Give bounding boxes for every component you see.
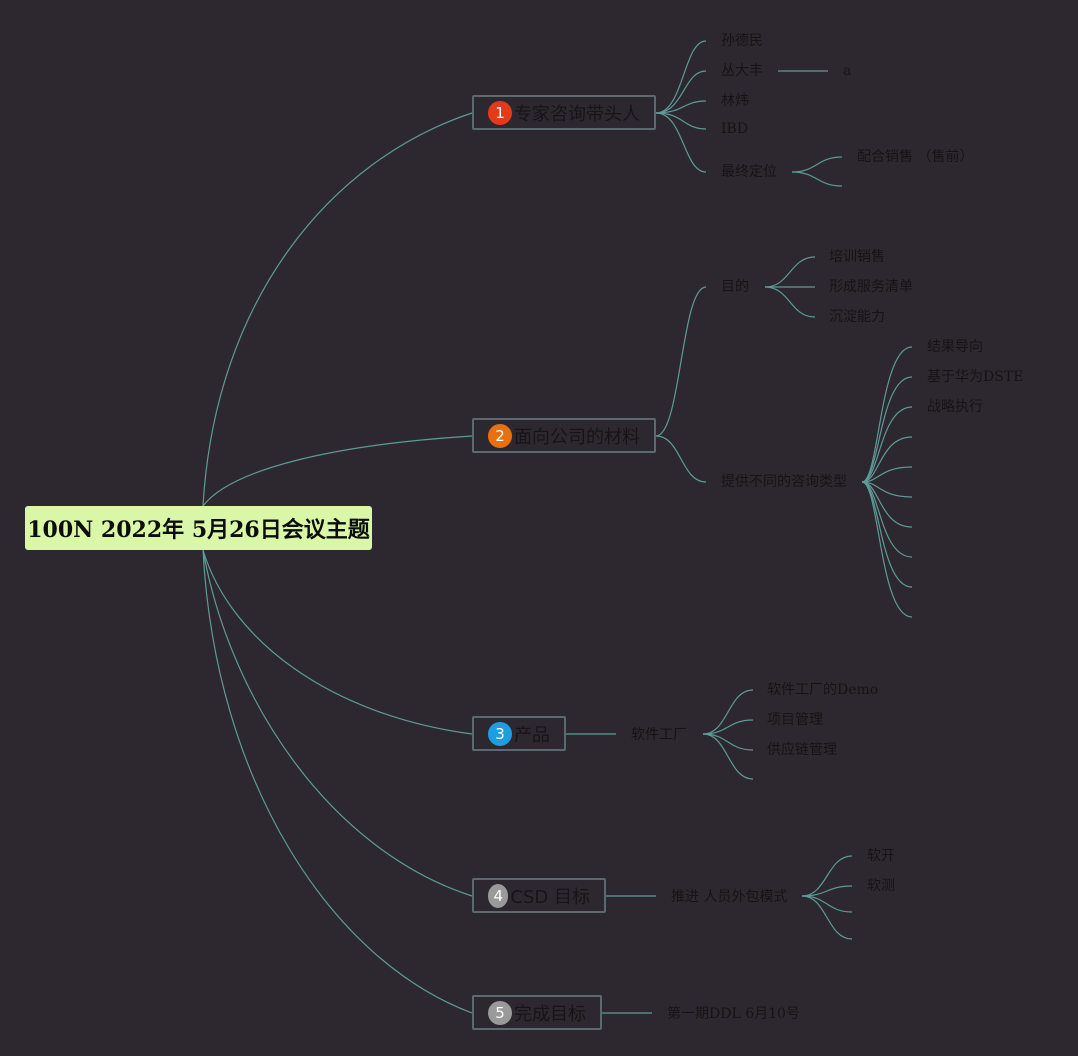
topic-phase-one-deadline[interactable]: 第一期DDL 6月10号: [667, 1006, 800, 1022]
topic-consulting-types[interactable]: 提供不同的咨询类型: [721, 474, 847, 490]
topic-strategy-execution[interactable]: 战略执行: [927, 399, 983, 415]
connector-line: [655, 112, 707, 130]
topic-train-sales[interactable]: 培训销售: [829, 249, 885, 265]
topic-lin-wei[interactable]: 林炜: [721, 93, 749, 109]
connector-line: [801, 855, 853, 897]
connector-line: [655, 100, 707, 114]
topic-result-oriented[interactable]: 结果导向: [927, 339, 983, 355]
root-connector-line: [202, 549, 473, 897]
branch-label: 产品: [514, 724, 550, 746]
topic-factory-demo[interactable]: 软件工厂的Demo: [767, 682, 879, 698]
connector-line: [764, 286, 816, 318]
topic-software-dev[interactable]: 软开: [867, 848, 895, 864]
branch-csd-target[interactable]: 4 CSD 目标: [472, 878, 606, 913]
connector-line: [655, 112, 707, 173]
connector-line: [861, 346, 913, 483]
topic-final-positioning[interactable]: 最终定位: [721, 164, 777, 180]
number-2-badge-icon: 2: [488, 423, 512, 448]
branch-company-materials[interactable]: 2 面向公司的材料: [472, 418, 656, 453]
connector-line: [861, 436, 913, 483]
topic-project-management[interactable]: 项目管理: [767, 712, 823, 728]
branch-label: 专家咨询带头人: [514, 103, 640, 125]
topic-purpose[interactable]: 目的: [721, 279, 749, 295]
topic-ibd[interactable]: IBD: [721, 121, 749, 137]
root-topic[interactable]: 100N 2022年 5月26日会议主题: [25, 506, 372, 550]
connector-line: [702, 733, 754, 780]
connector-line: [702, 689, 754, 735]
root-connector-line: [202, 112, 473, 507]
topic-presales[interactable]: 配合销售 （售前）: [857, 149, 974, 165]
connector-line: [702, 719, 754, 735]
branch-label: 完成目标: [514, 1003, 586, 1025]
number-3-badge-icon: 3: [488, 721, 512, 746]
topic-cong-dafeng[interactable]: 丛大丰: [721, 63, 763, 79]
root-connector-line: [202, 549, 473, 735]
connector-line: [801, 895, 853, 913]
topic-a[interactable]: a: [843, 63, 852, 79]
number-4-badge-icon: 4: [488, 883, 509, 908]
connector-line: [861, 376, 913, 483]
number-1-badge-icon: 1: [488, 100, 512, 125]
connector-line: [861, 481, 913, 618]
topic-software-factory[interactable]: 软件工厂: [631, 727, 687, 743]
branch-label: 面向公司的材料: [514, 426, 640, 448]
root-connector-line: [202, 549, 473, 1014]
connector-line: [801, 895, 853, 940]
connector-line: [791, 171, 843, 187]
topic-service-list[interactable]: 形成服务清单: [829, 279, 913, 295]
connector-line: [655, 435, 707, 483]
topic-software-test[interactable]: 软测: [867, 878, 895, 894]
topic-supply-chain[interactable]: 供应链管理: [767, 742, 837, 758]
branch-product[interactable]: 3 产品: [472, 716, 566, 751]
number-5-badge-icon: 5: [488, 1000, 512, 1025]
topic-huawei-dste[interactable]: 基于华为DSTE: [927, 369, 1024, 385]
root-connector-line: [202, 435, 473, 507]
topic-outsourcing-model[interactable]: 推进 人员外包模式: [671, 889, 788, 905]
branch-complete-target[interactable]: 5 完成目标: [472, 995, 602, 1030]
connector-line: [655, 40, 707, 114]
topic-accumulate-capability[interactable]: 沉淀能力: [829, 309, 885, 325]
topic-sun-demin[interactable]: 孙德民: [721, 33, 763, 49]
connector-line: [791, 156, 843, 173]
connector-line: [655, 286, 707, 437]
connector-line: [861, 406, 913, 483]
branch-expert-lead[interactable]: 1 专家咨询带头人: [472, 95, 656, 130]
connector-line: [764, 256, 816, 288]
connector-line: [861, 466, 913, 483]
branch-label: CSD 目标: [510, 886, 590, 908]
connector-line: [655, 70, 707, 114]
connector-line: [861, 481, 913, 528]
connector-line: [702, 733, 754, 751]
